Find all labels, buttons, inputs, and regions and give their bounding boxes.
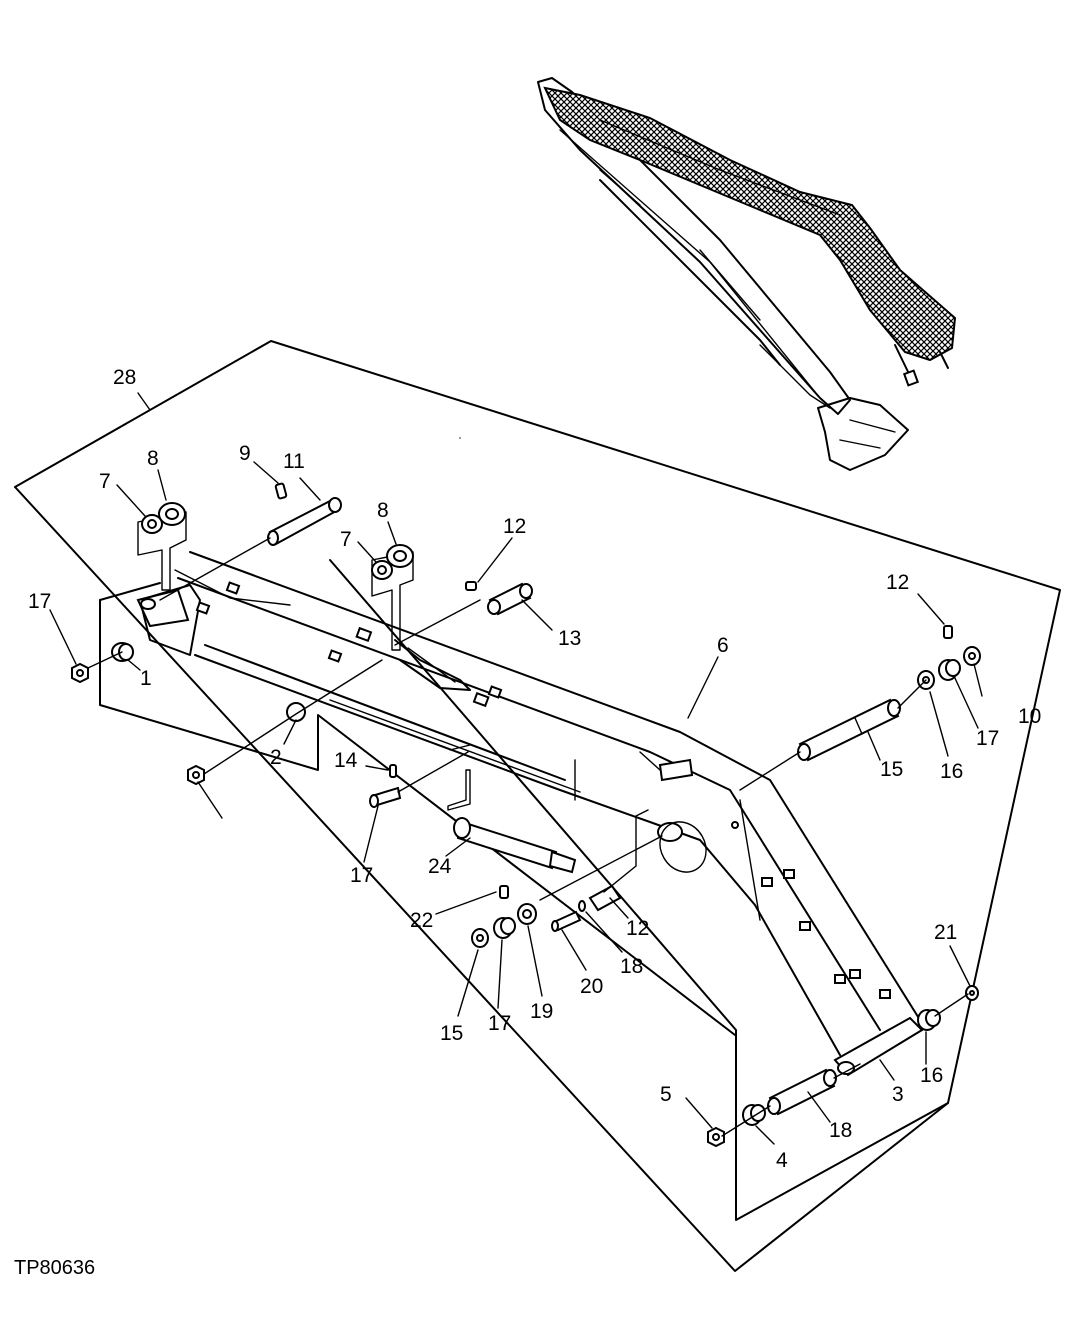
callout-13: 13 [558, 627, 581, 650]
callout-3: 4 [776, 1149, 788, 1172]
washer-15-lower [517, 903, 537, 925]
callout-6: 6 [717, 634, 729, 657]
pin-4 [767, 1068, 837, 1116]
callout-9: 9 [239, 442, 251, 465]
callout-3: 16 [920, 1064, 943, 1087]
callout-28: 28 [113, 366, 136, 389]
callout-7: 7 [99, 470, 111, 493]
nut-18-left [707, 1126, 725, 1148]
callout-17: 15 [440, 1022, 463, 1045]
pin-12-right [943, 625, 953, 639]
pin-11 [267, 497, 342, 546]
bushing-16-lower [493, 917, 516, 939]
pin-10 [389, 764, 397, 778]
callout-8: 8 [377, 499, 389, 522]
nut-17-lower-mid [471, 928, 489, 948]
cylinder-22 [447, 437, 577, 874]
callout-16: 17 [976, 727, 999, 750]
pin-13 [487, 582, 533, 616]
callout-7: 7 [340, 528, 352, 551]
callout-4: 18 [829, 1119, 852, 1142]
bushing-3-right [917, 1009, 941, 1031]
pin-14 [797, 698, 901, 762]
callout-12: 22 [410, 909, 433, 932]
nut-17-lower [187, 764, 205, 786]
nut-18-right [965, 985, 979, 1001]
callout-12: 12 [503, 515, 526, 538]
callout-16: 17 [488, 1012, 511, 1035]
pin-9 [274, 482, 288, 500]
callout-18: 21 [934, 921, 957, 944]
callout-8: 8 [147, 447, 159, 470]
plate-21 [588, 884, 622, 912]
washer-7-8-center-set [371, 544, 414, 651]
callout-17: 17 [28, 590, 51, 613]
callout-12: 12 [886, 571, 909, 594]
callout-11: 11 [283, 450, 305, 473]
pin-12-lower [499, 885, 509, 899]
callout-22: 24 [428, 855, 452, 878]
callout-labels: 28 8 9 11 7 8 7 12 17 1 13 12 6 2 17 16 … [28, 366, 1041, 1172]
callout-24: 17 [350, 864, 373, 887]
callout-10: 14 [334, 749, 358, 772]
bushing-16-right [938, 659, 961, 681]
washer-20 [578, 900, 586, 912]
assembly-lines [87, 537, 969, 1137]
nut-17-right [963, 646, 981, 666]
assembly-28-outline [14, 340, 1061, 1272]
nut-17-left [71, 662, 89, 684]
bolt-19 [551, 910, 582, 932]
figure-reference-code: TP80636 [14, 1257, 95, 1279]
boom-6 [136, 551, 924, 1077]
bushing-3-left [742, 1104, 766, 1126]
callout-14: 15 [880, 758, 903, 781]
callout-2: 2 [270, 746, 282, 769]
callout-leaders [49, 392, 983, 1145]
callout-20: 18 [620, 955, 643, 978]
pin-12-upper [465, 581, 477, 591]
callout-21: 12 [626, 917, 649, 940]
callout-5: 3 [892, 1083, 904, 1106]
locator-view-excavator-front [537, 77, 957, 471]
callout-19: 20 [580, 975, 603, 998]
washer-7-8-left-set [137, 502, 187, 591]
callout-1: 1 [140, 667, 152, 690]
callout-15: 16 [940, 760, 963, 783]
fitting-24 [369, 786, 402, 808]
callout-18: 5 [660, 1083, 672, 1106]
callout-17: 10 [1018, 705, 1041, 728]
callout-15: 19 [530, 1000, 553, 1023]
